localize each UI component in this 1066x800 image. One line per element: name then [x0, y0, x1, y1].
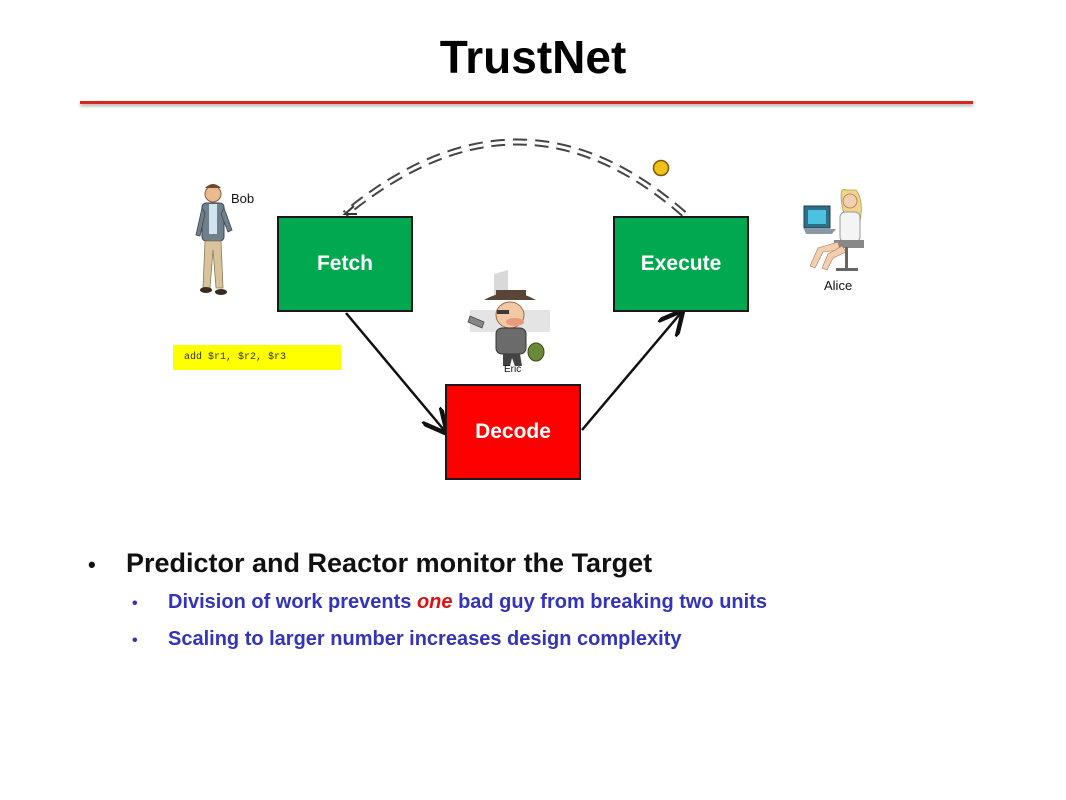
bob-figure: [195, 184, 233, 295]
bullet-list: • Predictor and Reactor monitor the Targ…: [88, 548, 767, 665]
decode-stage-box: Decode: [445, 384, 581, 480]
fetch-stage-box: Fetch: [277, 216, 413, 312]
execute-stage-box: Execute: [613, 216, 749, 312]
eric-figure: [467, 270, 550, 366]
bullet-sub-1-before: Division of work prevents: [168, 591, 417, 613]
arrow-decode-to-execute: [581, 314, 680, 431]
alice-figure: [803, 189, 864, 271]
bullet-sub-1-emphasis: one: [416, 591, 453, 613]
instruction-box: add $r1, $r2, $r3: [173, 345, 341, 370]
eric-label: Eric: [504, 364, 522, 375]
bullet-dot: •: [132, 632, 138, 649]
bullet-sub-1-text: Division of work prevents one bad guy fr…: [168, 591, 767, 614]
bullet-dot: •: [132, 595, 138, 612]
arrow-fetch-to-decode: [345, 312, 444, 430]
token-circle: [652, 159, 670, 177]
bullet-sub-2-text: Scaling to larger number increases desig…: [168, 628, 682, 650]
bullet-main-text: Predictor and Reactor monitor the Target: [126, 548, 653, 578]
bullet-sub-1: • Division of work prevents one bad guy …: [132, 591, 767, 614]
slide-title: TrustNet: [439, 31, 627, 83]
alice-label: Alice: [824, 278, 853, 293]
bullet-sub-1-after: bad guy from breaking two units: [452, 591, 767, 613]
bob-label: Bob: [231, 191, 255, 206]
bullet-dot: •: [88, 552, 96, 577]
title-underline: [80, 101, 973, 104]
bullet-sub-2: • Scaling to larger number increases des…: [132, 628, 767, 651]
bullet-main: • Predictor and Reactor monitor the Targ…: [88, 548, 767, 579]
